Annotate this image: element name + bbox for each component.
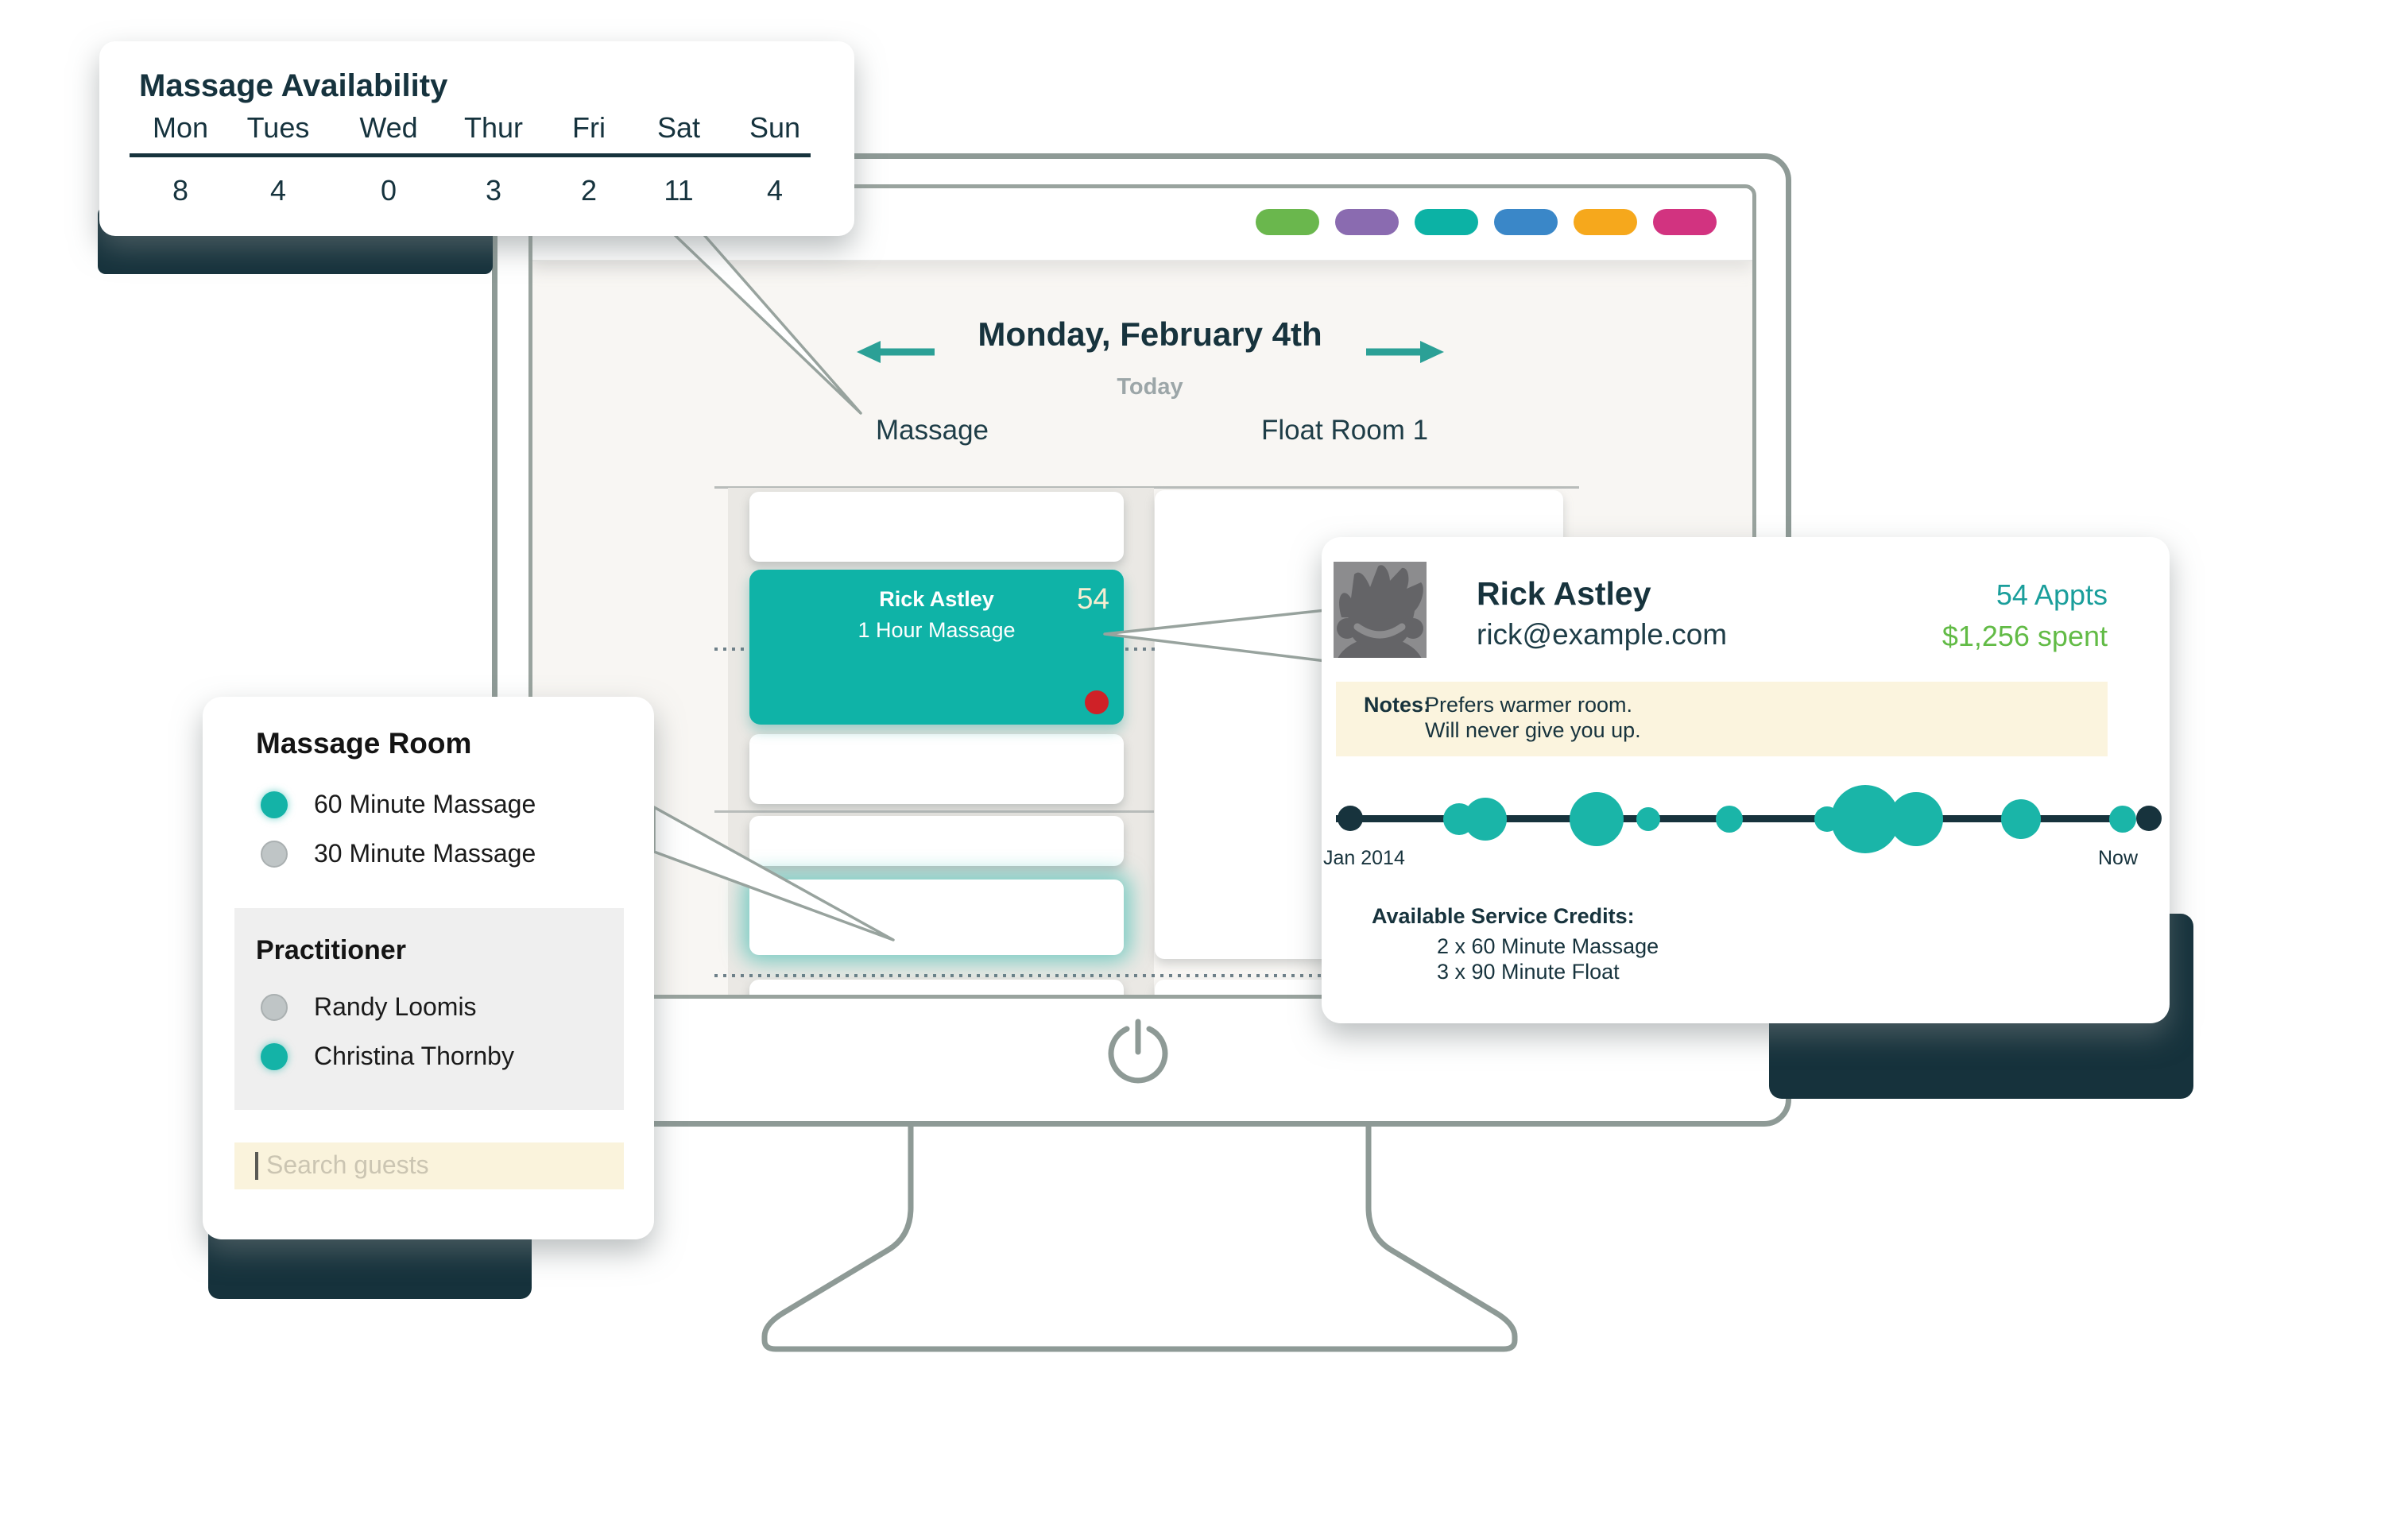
availability-day-header: Tues (246, 111, 310, 144)
availability-day-header: Thur (463, 111, 524, 144)
guest-appointment-count: 54 Appts (1996, 578, 2108, 611)
date-title: Monday, February 4th (978, 315, 1322, 353)
hour-gridline (714, 486, 1579, 489)
open-slot[interactable] (749, 734, 1124, 804)
text-cursor (255, 1152, 258, 1180)
appointment-event-card[interactable]: Rick Astley 1 Hour Massage 54 (749, 570, 1124, 725)
event-service: 1 Hour Massage (858, 618, 1016, 642)
availability-day-count: 3 (485, 174, 502, 207)
next-day-arrow-icon[interactable] (1365, 338, 1444, 366)
availability-day-header: Fri (572, 111, 606, 144)
timeline-start-label: Jan 2014 (1323, 847, 1405, 869)
notes-label: Notes: (1364, 693, 1431, 717)
guest-name: Rick Astley (1477, 575, 1651, 612)
previous-day-arrow-icon[interactable] (857, 338, 936, 366)
timeline-start-dot (1338, 806, 1363, 831)
availability-day-count: 0 (380, 174, 397, 207)
open-slot[interactable] (749, 492, 1124, 562)
event-status-dot (1085, 690, 1109, 714)
guest-total-spent: $1,256 spent (1941, 620, 2108, 652)
timeline-visit-bubble[interactable] (2108, 805, 2136, 833)
category-pill[interactable] (1335, 209, 1399, 235)
timeline-visit-bubble[interactable] (1636, 806, 1660, 831)
service-option-label[interactable]: 60 Minute Massage (314, 790, 536, 818)
timeline-visit-bubble[interactable] (1716, 805, 1744, 833)
category-pill[interactable] (1574, 209, 1637, 235)
availability-day-count: 11 (664, 174, 694, 207)
guest-email[interactable]: rick@example.com (1477, 618, 1728, 651)
availability-card: Massage Availability Mon 8 Tues 4 Wed 0 Thur 3 F… (99, 41, 854, 236)
category-pill[interactable] (1415, 209, 1478, 235)
practitioner-name[interactable]: Christina Thornby (314, 1042, 514, 1070)
timeline-visit-bubble[interactable] (1888, 791, 1943, 846)
notes-line: Prefers warmer room. (1425, 693, 1633, 717)
availability-day-count: 8 (172, 174, 189, 207)
availability-day-header: Mon (152, 111, 209, 144)
category-pill[interactable] (1653, 209, 1717, 235)
search-placeholder: Search guests (266, 1150, 429, 1179)
guest-notes[interactable]: Notes: Prefers warmer room. Will never g… (1336, 682, 2108, 756)
service-credit-item: 3 x 90 Minute Float (1437, 960, 1620, 984)
practitioner-radio-randy[interactable] (261, 994, 288, 1021)
availability-day-count: 2 (580, 174, 598, 207)
timeline-visit-bubble[interactable] (1569, 791, 1624, 846)
timeline-visit-bubble[interactable] (2001, 798, 2042, 839)
practitioner-radio-christina[interactable] (261, 1043, 288, 1070)
availability-day-header: Wed (359, 111, 418, 144)
event-appointment-count: 54 (1076, 582, 1109, 615)
highlighted-open-slot[interactable] (749, 880, 1124, 955)
open-slot-partial[interactable] (749, 980, 1124, 995)
practitioner-name[interactable]: Randy Loomis (314, 992, 477, 1021)
practitioner-section (234, 908, 624, 1110)
service-radio-30min[interactable] (261, 841, 288, 868)
timeline-visit-bubble[interactable] (1463, 797, 1507, 841)
service-radio-60min[interactable] (261, 791, 288, 818)
search-input[interactable]: Search guests (234, 1142, 624, 1189)
availability-day-count: 4 (766, 174, 784, 207)
availability-title: Massage Availability (139, 68, 448, 103)
notes-line: Will never give you up. (1425, 718, 1641, 742)
open-slot[interactable] (749, 816, 1124, 866)
booking-options-card: Massage Room 60 Minute Massage 30 Minute… (203, 697, 654, 1239)
timeline-visit-bubble[interactable] (1831, 784, 1900, 853)
availability-divider (130, 153, 811, 157)
visit-history-timeline[interactable] (1336, 784, 2162, 853)
practitioner-heading: Practitioner (256, 935, 406, 965)
availability-day-header: Sun (749, 111, 801, 144)
timeline-end-dot (2136, 806, 2162, 831)
room-card-title: Massage Room (256, 727, 472, 760)
service-option-label[interactable]: 30 Minute Massage (314, 839, 536, 868)
timeline-end-label: Now (2097, 847, 2138, 869)
availability-day-header: Sat (656, 111, 701, 144)
column-header-massage: Massage (875, 415, 989, 446)
column-header-float: Float Room 1 (1260, 415, 1429, 446)
availability-day-count: 4 (269, 174, 287, 207)
category-pill[interactable] (1256, 209, 1319, 235)
power-button-icon[interactable] (1102, 1015, 1174, 1087)
service-credits-heading: Available Service Credits: (1372, 904, 1635, 928)
hour-gridline (714, 810, 1154, 813)
category-pill[interactable] (1494, 209, 1558, 235)
today-label[interactable]: Today (1117, 374, 1183, 400)
service-credit-item: 2 x 60 Minute Massage (1437, 934, 1659, 958)
guest-profile-card: Rick Astley rick@example.com 54 Appts $1… (1322, 537, 2170, 1023)
event-guest-name: Rick Astley (879, 587, 994, 611)
avatar (1334, 562, 1427, 658)
bottom-dotted-line (714, 974, 1505, 977)
